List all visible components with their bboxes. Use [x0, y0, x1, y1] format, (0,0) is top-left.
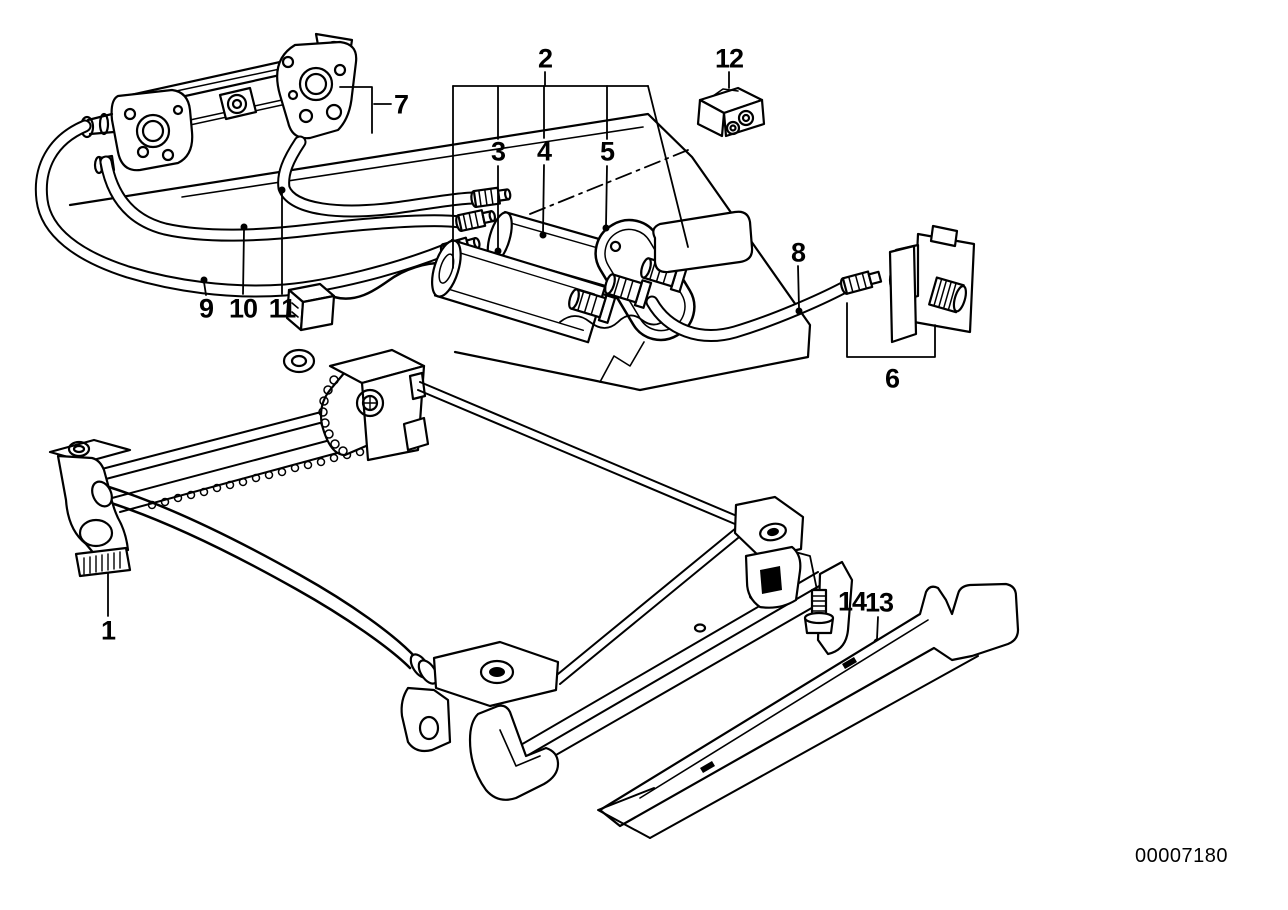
gearbox-assembly-drawing	[81, 34, 356, 173]
callout-5[interactable]: 5	[599, 136, 615, 167]
diagram-code: 00007180	[1135, 845, 1228, 867]
callout-9[interactable]: 9	[198, 293, 214, 324]
screw-drawing	[805, 590, 833, 633]
trim-cover-drawing	[598, 584, 1018, 838]
callout-4[interactable]: 4	[536, 136, 552, 167]
switch-assembly-drawing	[652, 226, 974, 342]
callout-12[interactable]: 12	[714, 43, 744, 74]
callout-11[interactable]: 11	[268, 293, 297, 324]
mount-pad-drawing	[653, 212, 752, 272]
drive-motor-drawing	[426, 208, 706, 352]
callout-10[interactable]: 10	[228, 293, 258, 324]
callout-6[interactable]: 6	[884, 363, 900, 394]
drive-cables-drawing	[41, 126, 511, 291]
callout-8[interactable]: 8	[790, 237, 806, 268]
callout-1[interactable]: 1	[100, 615, 116, 646]
callout-13[interactable]: 13	[864, 587, 894, 618]
connector-block-drawing	[287, 263, 446, 330]
callout-2[interactable]: 2	[537, 43, 553, 74]
callout-3[interactable]: 3	[490, 136, 506, 167]
callout-leader-lines	[108, 72, 935, 646]
plug-connector-drawing	[530, 88, 764, 214]
callout-14[interactable]: 14	[837, 586, 867, 617]
callout-7[interactable]: 7	[393, 89, 409, 120]
mounting-panel-drawing	[70, 114, 810, 390]
